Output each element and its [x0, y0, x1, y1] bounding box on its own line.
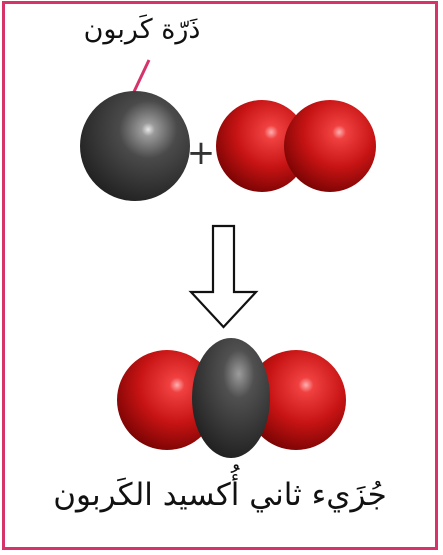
label-pointer-line	[130, 59, 151, 97]
oxygen-atom-right	[284, 100, 376, 192]
co2-oxygen-right	[246, 350, 346, 450]
co2-molecule-label: جُزَيء ثاني أُكسيد الكَربون	[53, 477, 387, 513]
oxygen-atom-left	[216, 100, 308, 192]
co2-oxygen-left	[117, 350, 217, 450]
plus-sign: +	[187, 133, 216, 173]
carbon-atom-label: ذَرّة كَربون	[83, 14, 201, 45]
carbon-atom	[80, 91, 190, 201]
reaction-arrow	[188, 224, 259, 329]
co2-carbon-center	[192, 338, 270, 458]
